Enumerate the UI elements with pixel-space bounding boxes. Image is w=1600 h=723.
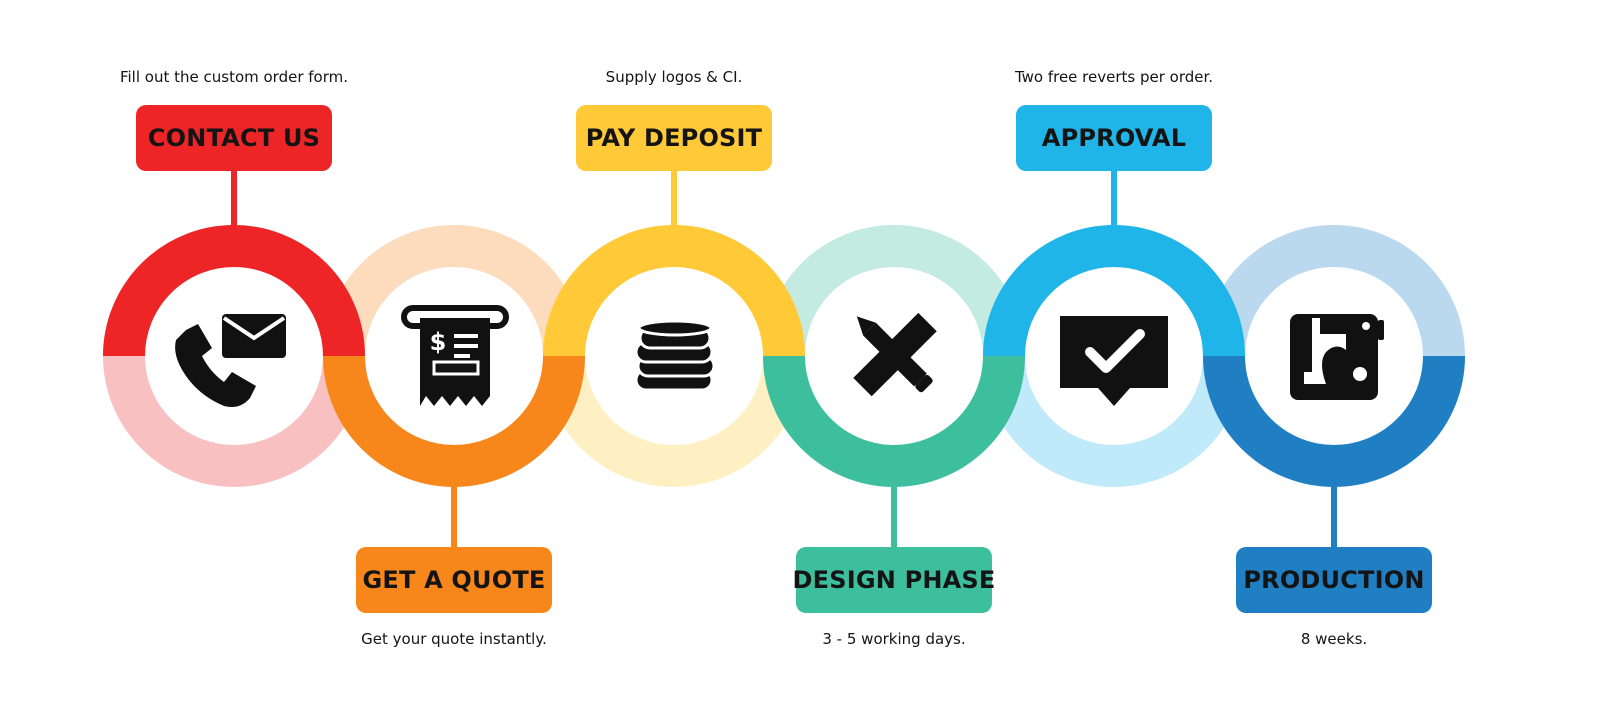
step-label-design-phase: DESIGN PHASE [793,547,995,613]
ring-highlight-layer [103,225,1465,487]
step-note-get-a-quote: Get your quote instantly. [361,630,547,648]
pencil-ruler-icon [853,312,937,397]
step-note-design-phase: 3 - 5 working days. [822,630,966,648]
check-speech-icon [1060,316,1168,406]
ring-arc-get-a-quote [323,355,585,487]
ring-arc-design-phase [763,355,1025,487]
ring-arc-approval [983,225,1245,357]
ring-arc-contact-us [103,225,365,357]
phone-mail-icon [175,314,286,407]
connector-layer [231,171,1337,547]
step-label-get-a-quote: GET A QUOTE [356,547,552,613]
ring-arc-pay-deposit [543,225,805,357]
step-note-production: 8 weeks. [1300,630,1368,648]
step-label-production: PRODUCTION [1236,547,1432,613]
step-note-pay-deposit: Supply logos & CI. [605,68,743,86]
svg-text:$: $ [430,328,447,356]
step-label-approval: APPROVAL [1016,105,1212,171]
step-note-contact-us: Fill out the custom order form. [119,68,349,86]
step-note-approval: Two free reverts per order. [1014,68,1214,86]
coins-icon [634,319,716,392]
step-label-pay-deposit: PAY DEPOSIT [576,105,772,171]
ring-arc-production [1203,355,1465,487]
sewing-machine-icon [1290,314,1384,400]
step-label-contact-us: CONTACT US [136,105,332,171]
receipt-icon: $ [401,305,509,406]
